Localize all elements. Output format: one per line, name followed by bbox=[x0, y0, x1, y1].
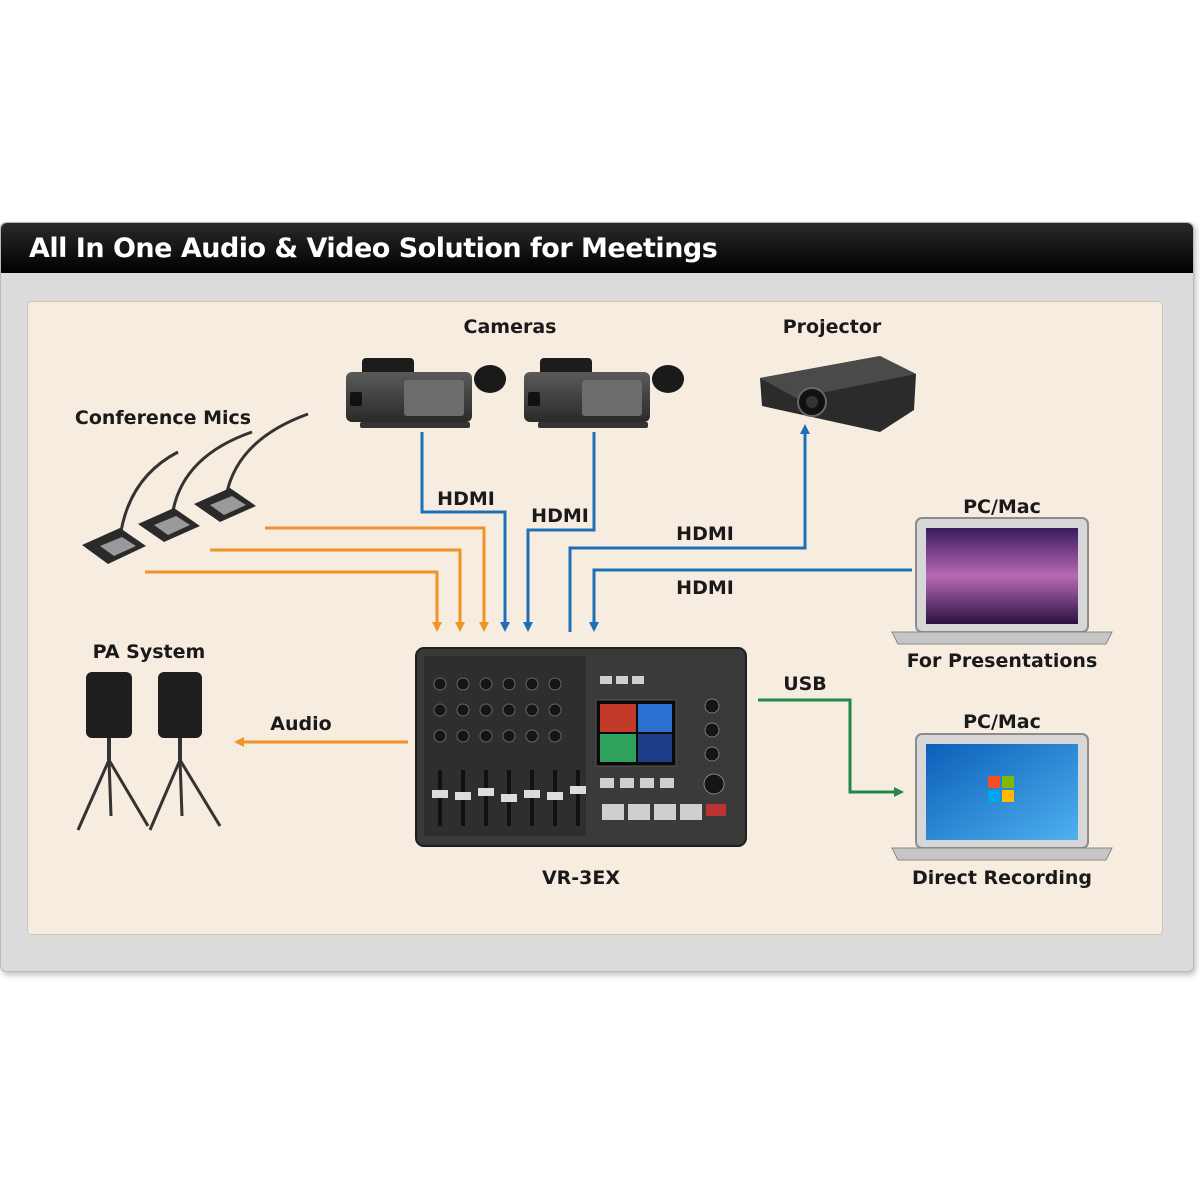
camera-2-icon bbox=[524, 358, 684, 428]
projector-icon bbox=[760, 356, 916, 432]
mixer-buttons bbox=[600, 676, 702, 820]
vr3ex-label: VR-3EX bbox=[542, 867, 620, 889]
conference-mics-icon bbox=[82, 412, 309, 564]
hdmi-projector-label: HDMI bbox=[676, 523, 734, 545]
pa-speaker-left-icon bbox=[76, 672, 150, 831]
diagram-title: All In One Audio & Video Solution for Me… bbox=[29, 233, 718, 264]
mic-audio-line-3 bbox=[265, 526, 489, 632]
conference-mics-label: Conference Mics bbox=[75, 407, 251, 429]
pc-mac-top-label: PC/Mac bbox=[963, 496, 1041, 518]
mic-audio-line-2 bbox=[210, 548, 465, 632]
camera-1-icon bbox=[346, 358, 506, 428]
projector-hdmi-line bbox=[568, 424, 810, 632]
audio-label: Audio bbox=[270, 713, 331, 735]
hdmi-camera2-label: HDMI bbox=[531, 505, 589, 527]
title-bar: All In One Audio & Video Solution for Me… bbox=[1, 223, 1193, 273]
mic-audio-line-1 bbox=[145, 570, 442, 632]
pa-system-label: PA System bbox=[93, 641, 206, 663]
hdmi-camera1-label: HDMI bbox=[437, 488, 495, 510]
vr3ex-mixer-icon bbox=[415, 647, 747, 847]
laptop-presentations-icon bbox=[891, 517, 1113, 645]
pc-mac-bottom-label: PC/Mac bbox=[963, 711, 1041, 733]
pa-speaker-right-icon bbox=[148, 672, 222, 831]
audio-lines bbox=[145, 526, 489, 747]
usb-label: USB bbox=[783, 673, 827, 695]
mixer-faders bbox=[432, 770, 586, 826]
usb-line bbox=[758, 698, 904, 797]
hdmi-pc-label: HDMI bbox=[676, 577, 734, 599]
windows-logo-icon bbox=[988, 776, 1014, 802]
camera2-hdmi-line bbox=[523, 432, 596, 632]
cameras-label: Cameras bbox=[464, 316, 557, 338]
direct-recording-label: Direct Recording bbox=[912, 867, 1092, 889]
video-lines bbox=[420, 424, 912, 632]
conference-mic-3 bbox=[194, 412, 309, 522]
projector-label: Projector bbox=[783, 316, 882, 338]
conference-mic-1 bbox=[82, 450, 179, 564]
mixer-channel-knobs bbox=[433, 677, 562, 743]
for-presentations-label: For Presentations bbox=[907, 650, 1098, 672]
pc-hdmi-line bbox=[589, 568, 912, 632]
camera1-hdmi-line bbox=[420, 432, 510, 632]
laptop-recording-icon bbox=[891, 733, 1113, 861]
mixer-record-button bbox=[706, 804, 726, 816]
conference-mic-2 bbox=[138, 430, 253, 542]
